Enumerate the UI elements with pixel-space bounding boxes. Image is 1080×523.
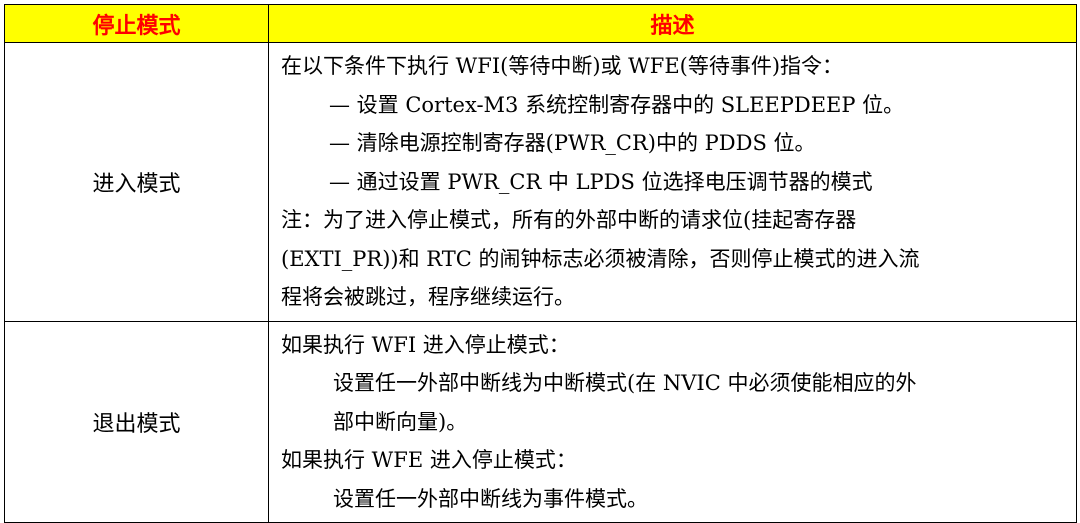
description-line: 部中断向量)。 [333,409,468,434]
mode-cell-enter: 进入模式 [4,42,269,322]
description-line: 设置任一外部中断线为中断模式(在 NVIC 中必须使能相应的外 [333,371,917,395]
description-line: 程将会被跳过，程序继续运行。 [281,285,575,309]
description-line: 在以下条件下执行 WFI(等待中断)或 WFE(等待事件)指令： [281,54,844,78]
description-cell-exit: 如果执行 WFI 进入停止模式： 设置任一外部中断线为中断模式(在 NVIC 中… [268,320,1077,523]
description-line: — 设置 Cortex-M3 系统控制寄存器中的 SLEEPDEEP 位。 [329,92,905,117]
description-line: 设置任一外部中断线为事件模式。 [333,486,648,511]
header-mode: 停止模式 [4,4,269,43]
description-line: — 清除电源控制寄存器(PWR_CR)中的 PDDS 位。 [329,131,816,155]
table-header-row: 停止模式 描述 [4,4,1077,43]
description-line: 如果执行 WFE 进入停止模式： [281,448,577,472]
stop-mode-table: 停止模式 描述 进入模式 在以下条件下执行 WFI(等待中断)或 WFE(等待事… [4,4,1077,523]
description-line: 注：为了进入停止模式，所有的外部中断的请求位(挂起寄存器 [281,208,857,232]
header-description: 描述 [268,4,1077,43]
description-line: — 通过设置 PWR_CR 中 LPDS 位选择电压调节器的模式 [329,169,873,194]
description-cell-enter: 在以下条件下执行 WFI(等待中断)或 WFE(等待事件)指令： — 设置 Co… [268,42,1077,322]
table-row-enter: 进入模式 在以下条件下执行 WFI(等待中断)或 WFE(等待事件)指令： — … [4,42,1077,322]
mode-cell-exit: 退出模式 [4,320,269,523]
table-row-exit: 退出模式 如果执行 WFI 进入停止模式： 设置任一外部中断线为中断模式(在 N… [4,320,1077,523]
description-line: 如果执行 WFI 进入停止模式： [281,332,570,357]
description-line: (EXTI_PR))和 RTC 的闹钟标志必须被清除，否则停止模式的进入流 [281,246,920,271]
